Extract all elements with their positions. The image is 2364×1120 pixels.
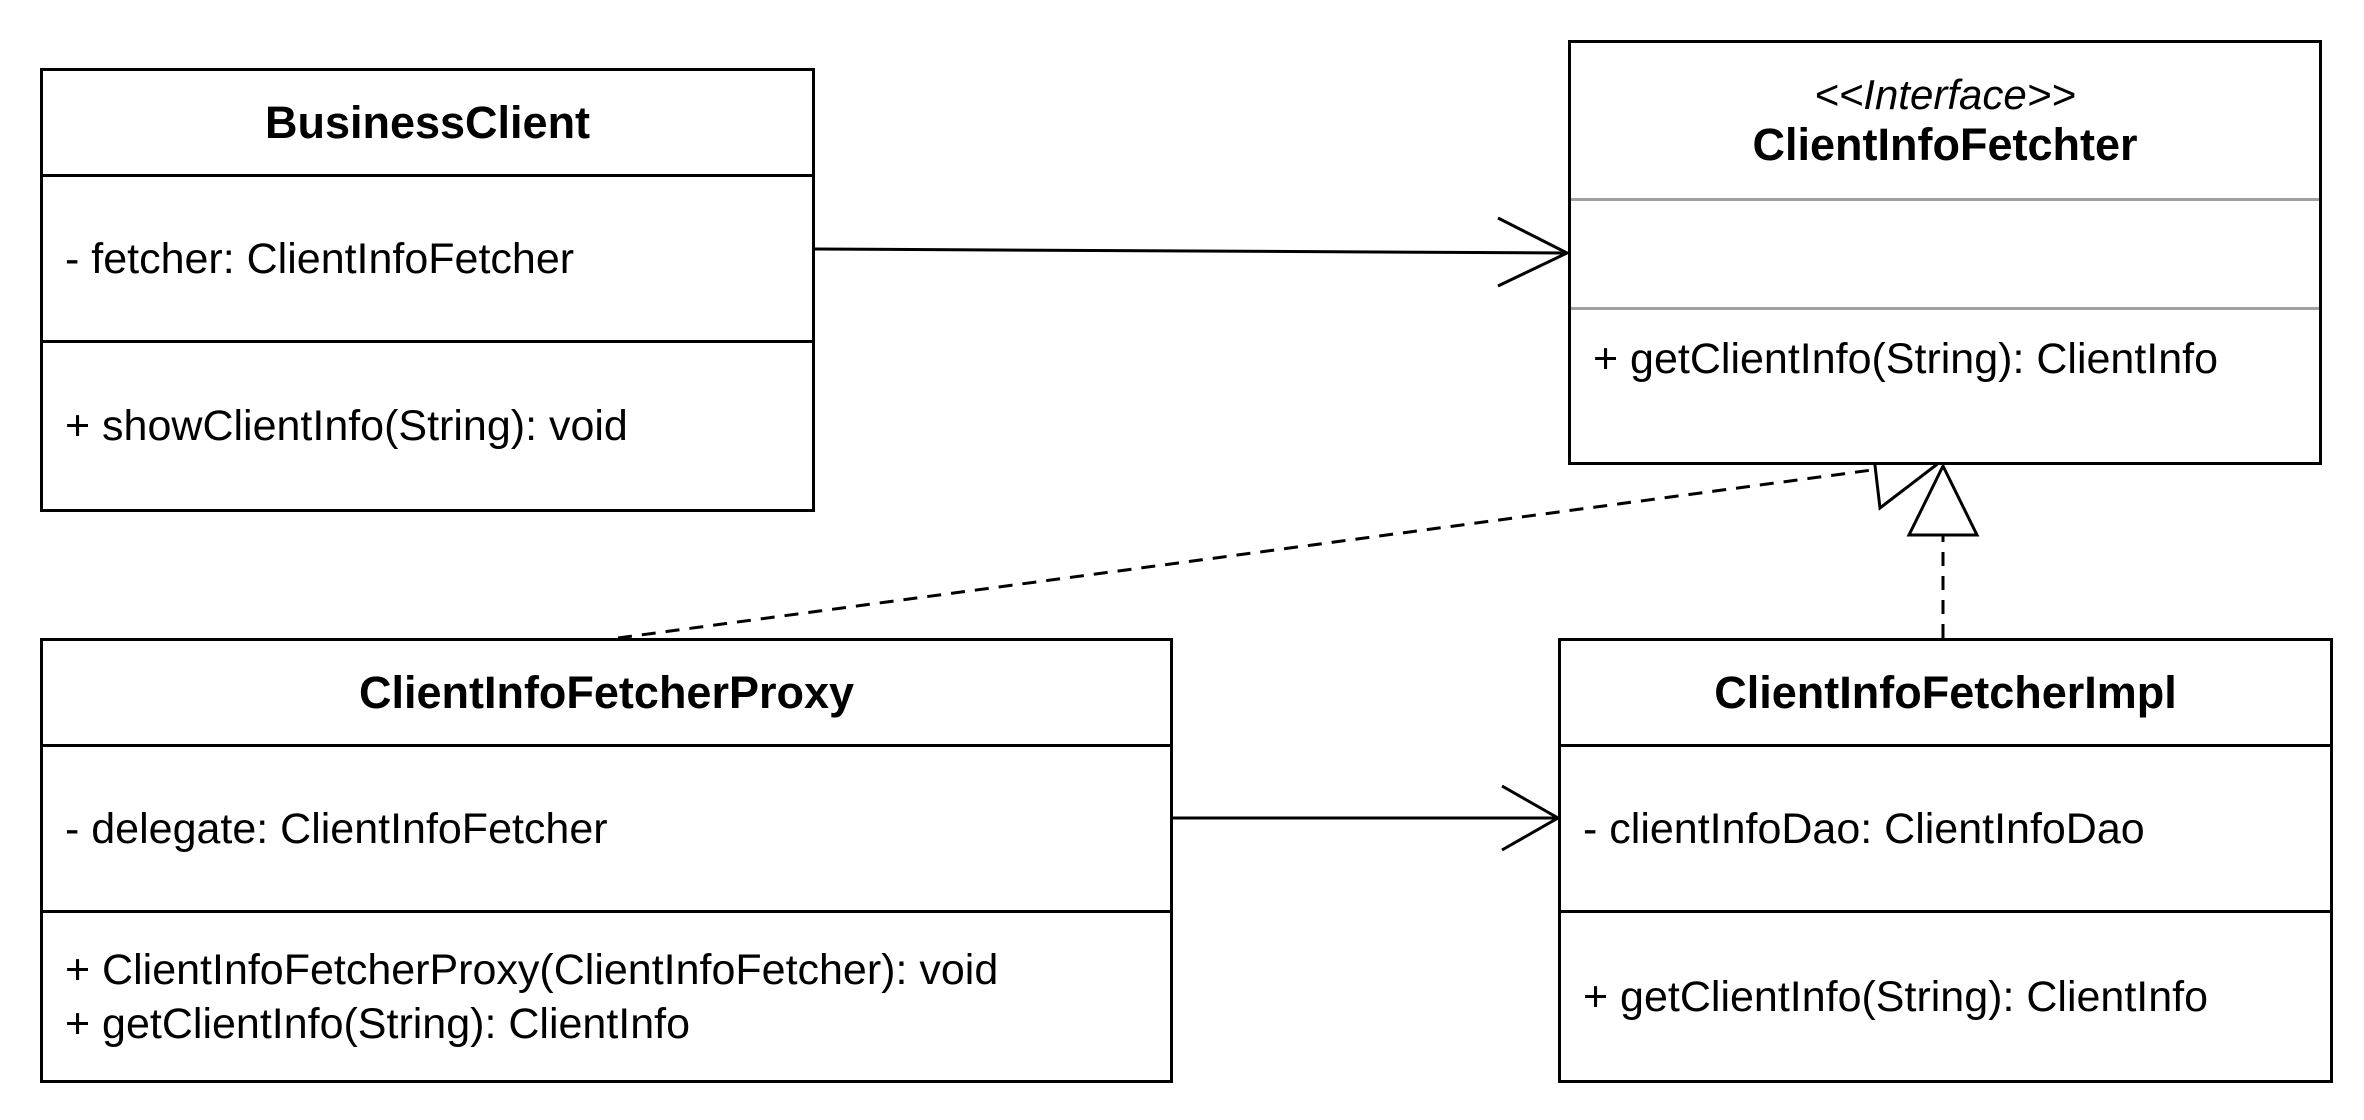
operation: + ClientInfoFetcherProxy(ClientInfoFetch…: [65, 945, 999, 994]
attributes-compartment: - clientInfoDao: ClientInfoDao: [1561, 747, 2330, 913]
class-name: ClientInfoFetcherImpl: [1714, 666, 2177, 718]
class-clientinfofetcherproxy[interactable]: ClientInfoFetcherProxy - delegate: Clien…: [40, 638, 1173, 1083]
association-businessclient-to-interface: [814, 216, 1571, 288]
class-businessclient[interactable]: BusinessClient - fetcher: ClientInfoFetc…: [40, 68, 815, 512]
operation: + getClientInfo(String): ClientInfo: [1583, 972, 2209, 1021]
attributes-compartment: - fetcher: ClientInfoFetcher: [43, 177, 812, 343]
attribute: - delegate: ClientInfoFetcher: [65, 804, 608, 853]
class-name: ClientInfoFetchter: [1752, 118, 2138, 170]
operations-compartment: + ClientInfoFetcherProxy(ClientInfoFetch…: [43, 913, 1170, 1080]
class-header: <<Interface>> ClientInfoFetchter: [1571, 43, 2319, 201]
association-proxy-to-impl: [1172, 784, 1562, 852]
attribute: - fetcher: ClientInfoFetcher: [65, 234, 575, 283]
realization-dashed-line: [617, 468, 1873, 640]
stereotype: <<Interface>>: [1814, 70, 2076, 118]
operation: + showClientInfo(String): void: [65, 402, 628, 450]
interface-clientinfofetchter[interactable]: <<Interface>> ClientInfoFetchter + getCl…: [1568, 40, 2322, 465]
attributes-compartment: [1571, 201, 2319, 310]
class-clientinfofetcherimpl[interactable]: ClientInfoFetcherImpl - clientInfoDao: C…: [1558, 638, 2333, 1083]
class-header: ClientInfoFetcherImpl: [1561, 641, 2330, 747]
hollow-triangle-arrowhead: [1906, 462, 1980, 537]
operations-compartment: + getClientInfo(String): ClientInfo: [1571, 310, 2319, 420]
class-name: ClientInfoFetcherProxy: [358, 666, 855, 718]
attribute: - clientInfoDao: ClientInfoDao: [1583, 804, 2145, 853]
open-arrowhead: [1497, 216, 1571, 288]
class-header: BusinessClient: [43, 71, 812, 177]
operation: + getClientInfo(String): ClientInfo: [1593, 335, 2219, 383]
attributes-compartment: - delegate: ClientInfoFetcher: [43, 747, 1170, 913]
realization-impl-to-interface: [1906, 462, 1980, 638]
class-name: BusinessClient: [264, 96, 591, 148]
operation: + getClientInfo(String): ClientInfo: [65, 999, 691, 1048]
class-header: ClientInfoFetcherProxy: [43, 641, 1170, 747]
operations-compartment: + getClientInfo(String): ClientInfo: [1561, 913, 2330, 1080]
operations-compartment: + showClientInfo(String): void: [43, 343, 812, 509]
realization-proxy-to-interface: [617, 437, 1944, 640]
association-line: [814, 247, 1568, 255]
